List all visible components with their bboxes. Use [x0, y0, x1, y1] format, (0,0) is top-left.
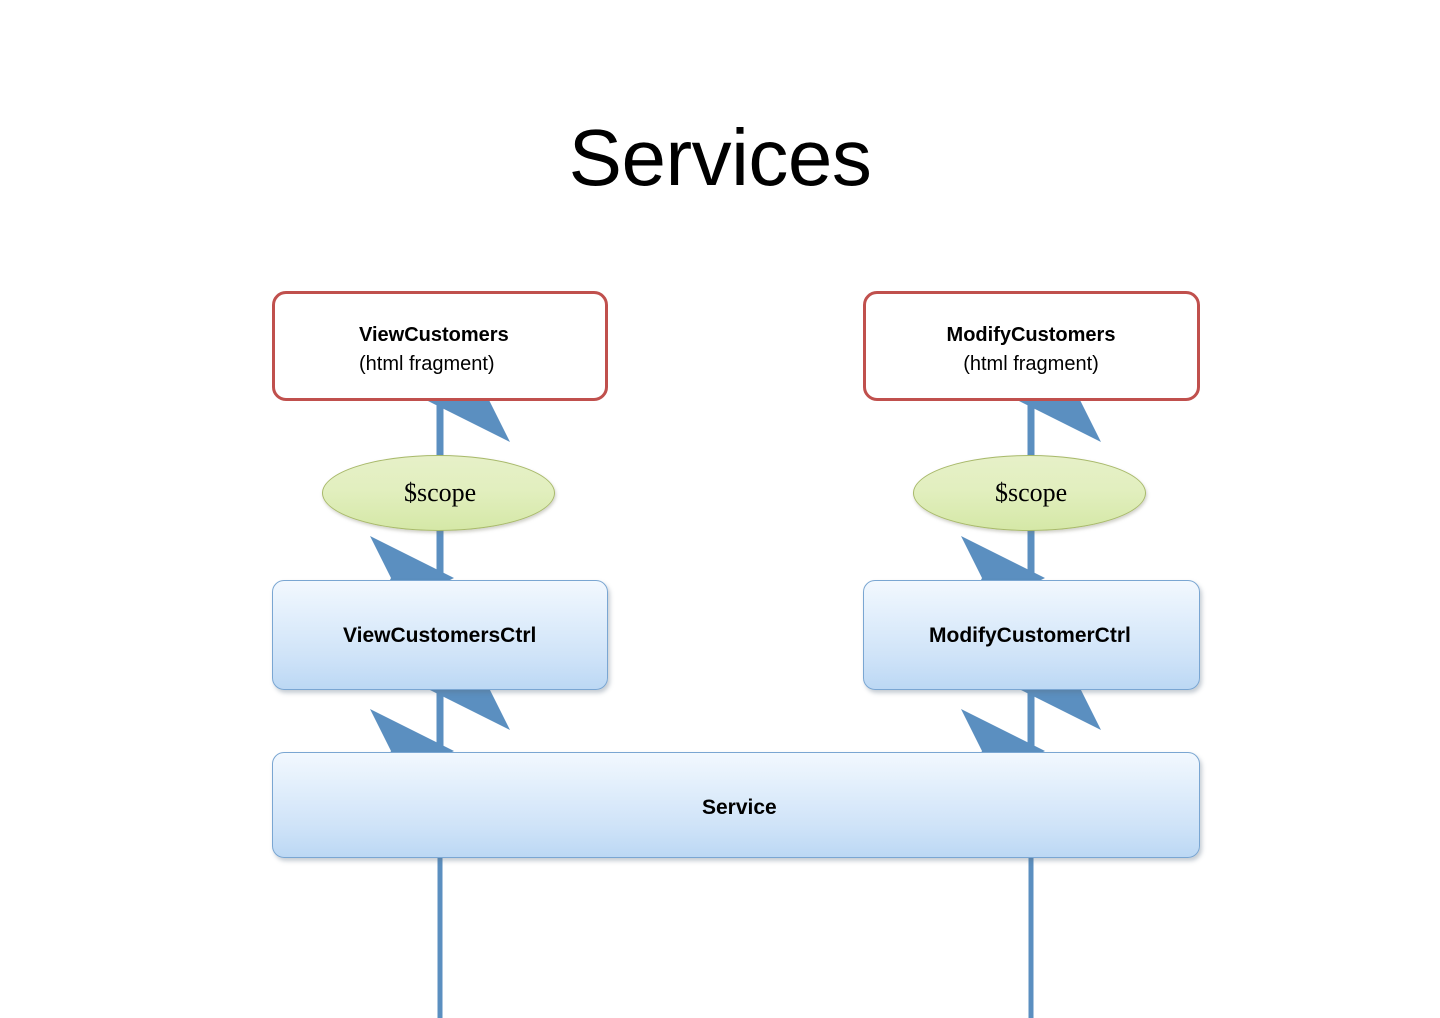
view-customers-ctrl-box[interactable]: [272, 580, 608, 690]
modify-customer-ctrl-label: ModifyCustomerCtrl: [929, 624, 1131, 647]
modify-customer-ctrl-box[interactable]: [863, 580, 1200, 690]
view-customers-fragment-label: ViewCustomers (html fragment): [359, 321, 515, 379]
scope-ellipse-left[interactable]: [322, 455, 555, 531]
view-customers-ctrl-label: ViewCustomersCtrl: [343, 624, 537, 647]
view-customers-fragment-box[interactable]: [272, 291, 608, 401]
modify-customers-fragment-box[interactable]: [863, 291, 1200, 401]
modify-customers-fragment-subtitle: (html fragment): [963, 353, 1099, 375]
service-label: Service: [702, 796, 777, 819]
scope-label-right: $scope: [995, 478, 1068, 507]
service-box[interactable]: [272, 752, 1200, 858]
view-customers-fragment-name: ViewCustomers: [359, 324, 509, 346]
modify-customers-fragment-label: ModifyCustomers (html fragment): [900, 321, 1162, 379]
view-customers-fragment-subtitle: (html fragment): [359, 353, 495, 375]
scope-ellipse-right[interactable]: [913, 455, 1146, 531]
modify-customers-fragment-name: ModifyCustomers: [946, 324, 1116, 346]
scope-label-left: $scope: [404, 478, 477, 507]
page-title: Services: [568, 113, 872, 202]
